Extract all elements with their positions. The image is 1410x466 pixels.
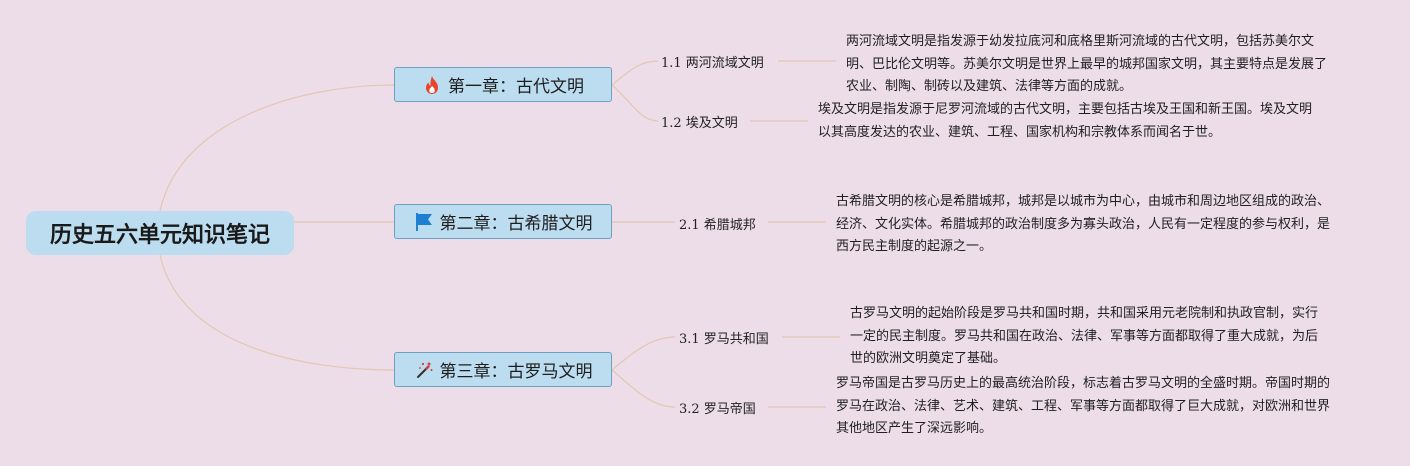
- chapter-title-3: 第三章：古罗马文明: [439, 362, 593, 382]
- section-label-3-1[interactable]: 3.1 罗马共和国: [679, 332, 769, 347]
- chapter-title-2: 第二章：古希腊文明: [439, 214, 593, 234]
- note-1-1: 两河流域文明是指发源于幼发拉底河和底格里斯河流域的古代文明，包括苏美尔文明、巴比…: [846, 34, 1328, 94]
- fire-icon: [422, 75, 442, 95]
- connector-ch3-s32: [611, 369, 676, 408]
- flag-icon: [414, 212, 434, 232]
- section-label-3-2[interactable]: 3.2 罗马帝国: [679, 402, 756, 417]
- root-node[interactable]: 历史五六单元知识笔记: [26, 211, 294, 255]
- root-title: 历史五六单元知识笔记: [49, 223, 270, 248]
- section-label-2-1[interactable]: 2.1 希腊城邦: [679, 218, 756, 233]
- note-3-2: 罗马帝国是古罗马历史上的最高统治阶段，标志着古罗马文明的全盛时期。帝国时期的罗马…: [836, 376, 1331, 436]
- note-3-1: 古罗马文明的起始阶段是罗马共和国时期，共和国采用元老院制和执政官制，实行一定的民…: [850, 306, 1319, 366]
- note-1-2: 埃及文明是指发源于尼罗河流域的古代文明，主要包括古埃及王国和新王国。埃及文明以其…: [818, 102, 1313, 140]
- connector-root-ch3: [159, 254, 395, 371]
- chapter-title-1: 第一章：古代文明: [448, 77, 584, 97]
- section-label-1-1[interactable]: 1.1 两河流域文明: [661, 56, 764, 71]
- magic-wand-icon: [414, 360, 434, 380]
- chapter-node-2[interactable]: 第二章：古希腊文明: [394, 204, 612, 239]
- section-label-1-2[interactable]: 1.2 埃及文明: [661, 116, 738, 131]
- note-2-1: 古希腊文明的核心是希腊城邦，城邦是以城市为中心，由城市和周边地区组成的政治、经济…: [836, 194, 1331, 254]
- connector-ch1-s11: [611, 60, 659, 86]
- connector-root-ch1: [159, 84, 395, 212]
- chapter-node-1[interactable]: 第一章：古代文明: [394, 67, 612, 102]
- connector-ch1-s12: [611, 84, 659, 122]
- connector-ch3-s31: [611, 336, 676, 371]
- chapter-node-3[interactable]: 第三章：古罗马文明: [394, 352, 612, 387]
